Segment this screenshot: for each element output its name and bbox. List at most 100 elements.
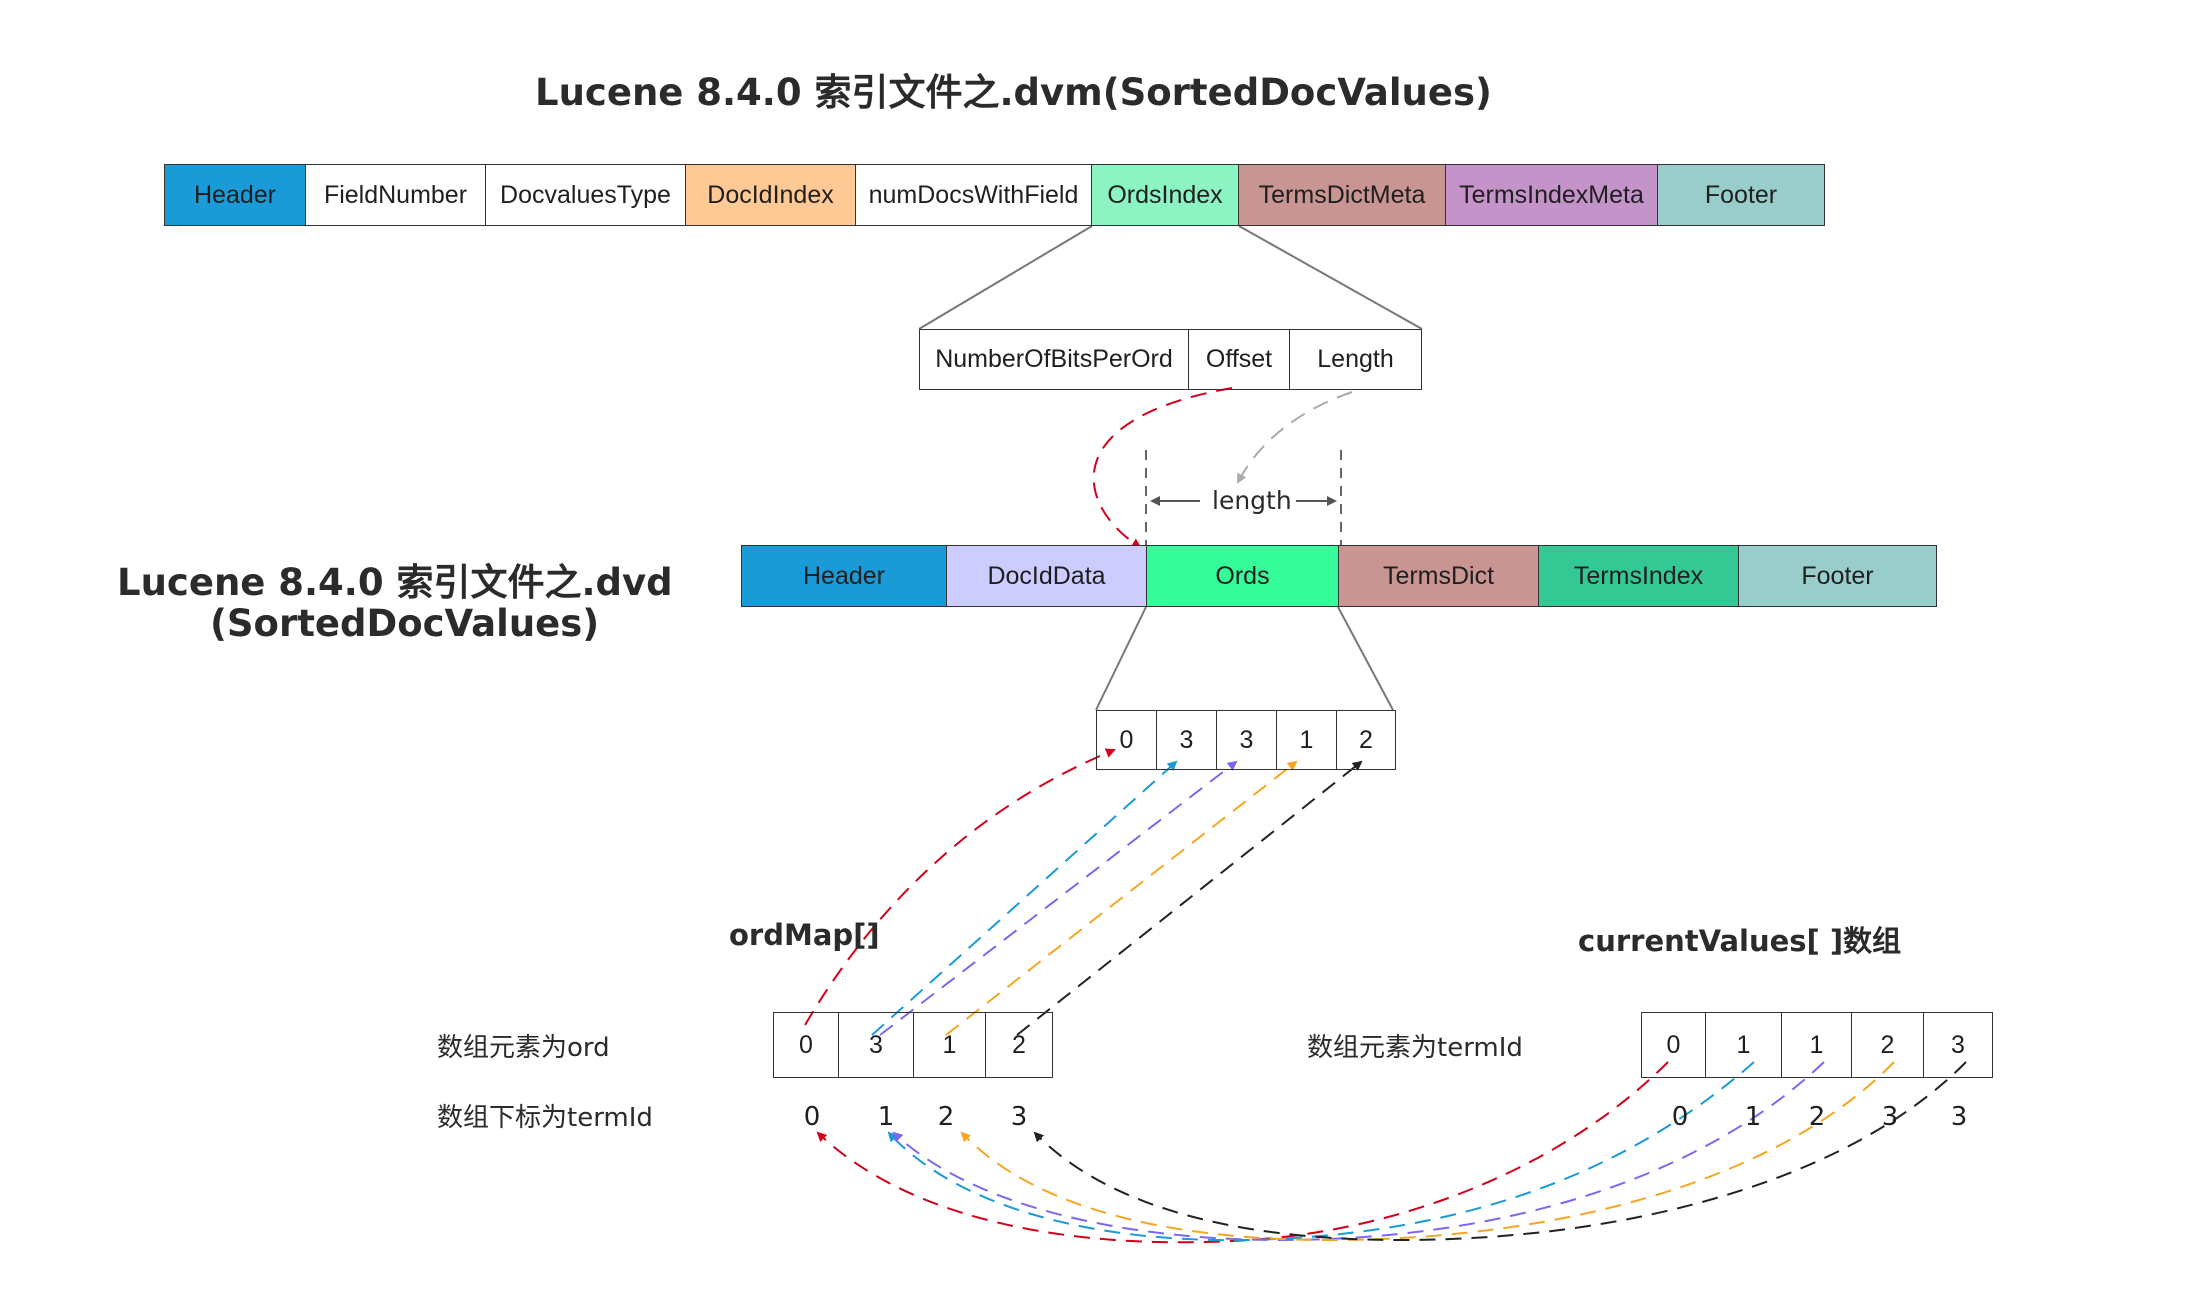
zoom-line-ords-left xyxy=(1095,606,1147,711)
currentvalues-value: 1 xyxy=(1809,1030,1824,1059)
ordmap-to-ords-arrow-4 xyxy=(1016,760,1363,1036)
ordmap-value: 2 xyxy=(1012,1030,1026,1059)
ordsindex-field-label: Length xyxy=(1317,345,1394,373)
ordmap-cell: 3 xyxy=(839,1013,914,1077)
ords-values-bar: 0 3 3 1 2 xyxy=(1096,710,1396,770)
length-pointer-arrow xyxy=(1237,391,1353,484)
dvd-field-termsdict: TermsDict xyxy=(1339,546,1539,606)
ordsindex-detail-bar: NumberOfBitsPerOrd Offset Length xyxy=(919,329,1422,390)
ordmap-value: 0 xyxy=(799,1030,813,1059)
currentvalues-title: currentValues[ ]数组 xyxy=(1578,924,1902,958)
ordsindex-field-label: Offset xyxy=(1205,345,1273,373)
currentvalues-index: 3 xyxy=(1881,1102,1899,1132)
ordmap-value: 1 xyxy=(942,1030,957,1059)
dvm-structure-bar: Header FieldNumber DocvaluesType DocIdIn… xyxy=(164,164,1825,226)
ords-value-cell: 1 xyxy=(1277,711,1337,769)
dvm-field-fieldnumber: FieldNumber xyxy=(306,165,486,225)
currentvalues-index: 1 xyxy=(1744,1102,1762,1132)
dvd-structure-bar: Header DocIdData Ords TermsDict TermsInd… xyxy=(741,545,1937,607)
ords-value-cell: 2 xyxy=(1337,711,1395,769)
dvd-title-line1: Lucene 8.4.0 索引文件之.dvd xyxy=(117,561,673,604)
dvm-field-termsindexmeta: TermsIndexMeta xyxy=(1446,165,1658,225)
dvm-field-header: Header xyxy=(165,165,306,225)
offset-arrow xyxy=(1092,387,1233,549)
dvm-field-label: numDocsWithField xyxy=(868,180,1079,209)
ords-value: 1 xyxy=(1299,725,1314,754)
dvm-field-label: OrdsIndex xyxy=(1107,180,1223,209)
dvm-field-label: DocvaluesType xyxy=(500,180,671,209)
ordmap-cell: 0 xyxy=(774,1013,839,1077)
dvm-field-label: TermsIndexMeta xyxy=(1459,180,1644,209)
ordsindex-field-label: NumberOfBitsPerOrd xyxy=(935,345,1173,373)
ordmap-index: 0 xyxy=(803,1102,821,1132)
dvm-title: Lucene 8.4.0 索引文件之.dvm(SortedDocValues) xyxy=(535,71,1492,114)
currentvalues-value: 3 xyxy=(1951,1030,1965,1059)
ordmap-elements-label: 数组元素为ord xyxy=(437,1033,610,1063)
ords-value: 0 xyxy=(1119,725,1134,754)
ordsindex-field-offset: Offset xyxy=(1189,330,1290,389)
zoom-line-ords-right xyxy=(1337,606,1394,711)
currentvalues-value: 0 xyxy=(1666,1030,1681,1059)
currentvalues-cell: 2 xyxy=(1852,1013,1924,1077)
ordmap-to-ords-arrow-2 xyxy=(879,760,1238,1036)
ordmap-to-ords-arrow-3 xyxy=(945,760,1298,1036)
dvd-field-label: Footer xyxy=(1801,561,1874,590)
ords-value-cell: 3 xyxy=(1157,711,1217,769)
dvd-field-footer: Footer xyxy=(1739,546,1936,606)
currentvalues-index: 2 xyxy=(1808,1102,1826,1132)
ordmap-title: ordMap[] xyxy=(729,918,880,952)
ordmap-index: 2 xyxy=(937,1102,955,1132)
currentvalues-to-ordmap-arrow-4 xyxy=(1033,1061,1967,1242)
dvd-field-label: TermsDict xyxy=(1382,561,1495,590)
dvd-title-line2: (SortedDocValues) xyxy=(210,602,600,645)
currentvalues-to-ordmap-arrow-3 xyxy=(960,1061,1895,1242)
currentvalues-cell: 1 xyxy=(1706,1013,1782,1077)
ords-value: 2 xyxy=(1359,725,1373,754)
dvm-field-label: TermsDictMeta xyxy=(1258,180,1426,209)
ordmap-index-label: 数组下标为termId xyxy=(437,1103,653,1133)
zoom-line-ordsindex-right xyxy=(1238,225,1423,330)
ords-value-cell: 3 xyxy=(1217,711,1277,769)
dvm-field-docidindex: DocIdIndex xyxy=(686,165,856,225)
dvd-field-dociddata: DocIdData xyxy=(947,546,1147,606)
ordsindex-field-numberofbitsperord: NumberOfBitsPerOrd xyxy=(920,330,1189,389)
dvm-field-termsdictmeta: TermsDictMeta xyxy=(1239,165,1446,225)
currentvalues-index: 3 xyxy=(1950,1102,1968,1132)
dvm-field-label: Footer xyxy=(1704,180,1778,209)
dvd-field-label: Header xyxy=(803,561,885,590)
dvm-field-label: DocIdIndex xyxy=(707,180,834,209)
currentvalues-elements-label: 数组元素为termId xyxy=(1307,1033,1523,1063)
dvm-field-label: Header xyxy=(194,180,276,209)
currentvalues-array-bar: 0 1 1 2 3 xyxy=(1641,1012,1993,1078)
ordmap-array-bar: 0 3 1 2 xyxy=(773,1012,1053,1078)
dvm-field-docvaluestype: DocvaluesType xyxy=(486,165,686,225)
dvm-field-label: FieldNumber xyxy=(323,180,468,209)
length-label: length xyxy=(1208,486,1296,515)
currentvalues-cell: 1 xyxy=(1782,1013,1852,1077)
zoom-line-ordsindex-left xyxy=(918,225,1093,330)
currentvalues-to-ordmap-arrow-2 xyxy=(892,1061,1825,1242)
ordmap-to-ords-arrow-1 xyxy=(871,760,1178,1036)
ords-value-cell: 0 xyxy=(1097,711,1157,769)
dvm-field-numdocswithfield: numDocsWithField xyxy=(856,165,1092,225)
dvm-field-ordsindex: OrdsIndex xyxy=(1092,165,1239,225)
currentvalues-value: 2 xyxy=(1880,1030,1895,1059)
dvm-field-footer: Footer xyxy=(1658,165,1824,225)
dvd-field-label: Ords xyxy=(1215,561,1270,590)
currentvalues-to-ordmap-arrow-0 xyxy=(816,1061,1669,1244)
ordmap-index: 1 xyxy=(877,1102,895,1132)
ordmap-to-ords-arrow-0 xyxy=(804,748,1116,1026)
currentvalues-to-ordmap-arrow-1 xyxy=(887,1061,1755,1242)
dvd-field-label: TermsIndex xyxy=(1573,561,1704,590)
currentvalues-cell: 0 xyxy=(1642,1013,1706,1077)
ords-value: 3 xyxy=(1239,725,1254,754)
dvd-field-ords: Ords xyxy=(1147,546,1339,606)
dvd-field-header: Header xyxy=(742,546,947,606)
dvd-field-termsindex: TermsIndex xyxy=(1539,546,1739,606)
ords-value: 3 xyxy=(1179,725,1194,754)
ordsindex-field-length: Length xyxy=(1290,330,1421,389)
ordmap-value: 3 xyxy=(869,1030,883,1059)
currentvalues-value: 1 xyxy=(1736,1030,1751,1059)
